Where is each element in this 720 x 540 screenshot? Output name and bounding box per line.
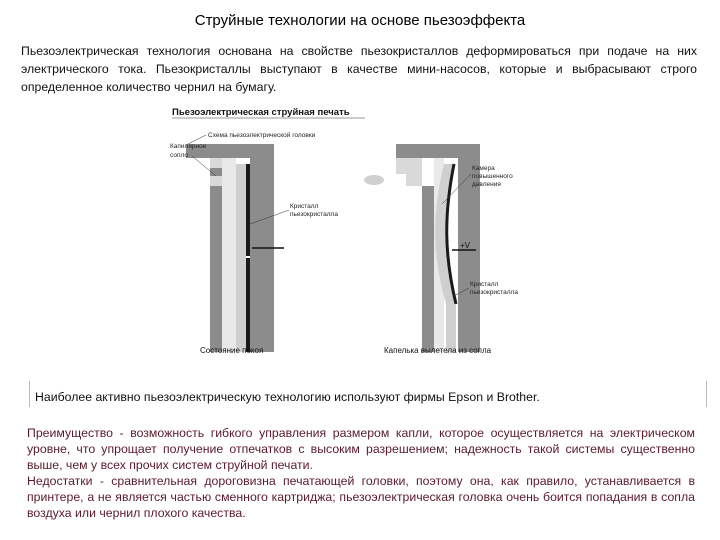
right-wall-outer xyxy=(422,186,434,352)
zone-leader xyxy=(441,173,472,205)
right-head xyxy=(364,144,480,352)
zone-label-2: повышенного xyxy=(472,173,513,180)
right-nozzle-plate xyxy=(396,158,422,186)
capillary-label-2: сопло xyxy=(170,152,188,159)
right-back-wall xyxy=(458,158,480,352)
left-crystal-bar-lower xyxy=(246,258,250,352)
crystal-left-label-2: пьезокристалла xyxy=(290,211,338,218)
ink-droplet xyxy=(364,175,384,185)
disadvantage-paragraph: Недостатки - сравнительная дороговизна п… xyxy=(27,474,695,520)
caption-right: Капелька вылетела из сопла xyxy=(384,346,492,355)
crystal-right-label-2: пьезокристалла xyxy=(470,289,518,296)
left-wall-outer xyxy=(210,186,222,352)
voltage-label: +V xyxy=(460,241,471,250)
intro-paragraph: Пьезоэлектрическая технология основана н… xyxy=(21,44,697,94)
right-head-top xyxy=(396,144,480,158)
zone-label-1: Камера xyxy=(472,165,495,172)
zone-label-3: давления xyxy=(472,181,501,188)
left-ink-channel xyxy=(222,158,236,352)
caption-left: Состояние покоя xyxy=(200,346,263,355)
bottom-note: Наиболее активно пьезоэлектрическую техн… xyxy=(35,390,540,404)
piezo-diagram: Пьезоэлектрическая струйная печать Схема… xyxy=(170,107,518,355)
left-back-wall xyxy=(250,158,274,352)
note-frame xyxy=(29,381,707,407)
page-title: Струйные технологии на основе пьезоэффек… xyxy=(194,12,526,29)
crystal-right-label-1: Кристалл xyxy=(470,281,499,288)
crystal-left-label-1: Кристалл xyxy=(290,203,319,210)
pros-cons-block: Преимущество - возможность гибкого управ… xyxy=(27,425,695,521)
diagram-heading: Пьезоэлектрическая струйная печать xyxy=(172,107,350,118)
right-crystal-bar xyxy=(445,163,458,305)
left-head-top xyxy=(186,144,274,158)
left-nozzle-notch xyxy=(210,168,224,176)
left-head xyxy=(186,144,284,352)
right-crystal-lower xyxy=(446,304,456,352)
crystal-right-leader xyxy=(453,287,470,297)
capillary-label-1: Капилярное xyxy=(170,143,207,150)
schematic-label: Схема пьезоэлектрической головки xyxy=(208,131,316,139)
crystal-left-leader xyxy=(249,209,290,225)
capillary-leader xyxy=(191,155,217,177)
left-crystal xyxy=(236,164,246,352)
left-crystal-bar xyxy=(246,164,250,256)
advantage-paragraph: Преимущество - возможность гибкого управ… xyxy=(27,426,695,472)
schematic-leader xyxy=(187,134,207,145)
right-crystal-bent xyxy=(435,164,456,304)
